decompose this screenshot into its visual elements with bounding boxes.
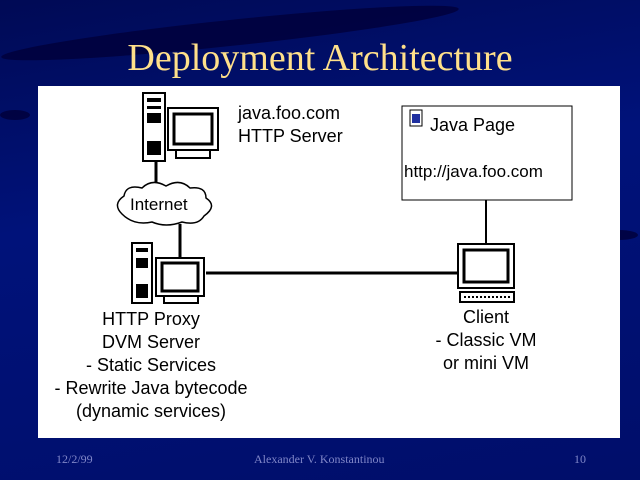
background-streak: [0, 110, 30, 120]
proxy-line: DVM Server: [101, 332, 200, 352]
diagram-panel: java.foo.com HTTP Server Internet Java P…: [38, 86, 620, 438]
proxy-line: - Static Services: [85, 355, 217, 375]
client-computer-icon: [457, 243, 515, 303]
proxy-computer-icon: [131, 242, 205, 304]
client-line: - Classic VM: [435, 330, 537, 350]
proxy-line: HTTP Proxy: [102, 309, 200, 329]
client-line: or mini VM: [442, 353, 529, 373]
server-type: HTTP Server: [238, 126, 343, 146]
server-label: java.foo.com HTTP Server: [238, 102, 343, 148]
proxy-line: - Rewrite Java bytecode: [54, 378, 248, 398]
proxy-line: (dynamic services): [75, 401, 227, 421]
document-icon: [409, 109, 423, 127]
proxy-label: HTTP Proxy DVM Server - Static Services …: [38, 308, 264, 423]
server-computer-icon: [142, 92, 219, 162]
diagram-lines: [116, 92, 573, 304]
page-url: http://java.foo.com: [404, 162, 543, 181]
footer-author: Alexander V. Konstantinou: [254, 452, 385, 466]
page-title: Java Page: [430, 115, 516, 135]
java-page-box: [401, 105, 573, 201]
cloud-label: Internet: [130, 195, 188, 214]
footer-date: 12/2/99: [56, 452, 93, 466]
server-host: java.foo.com: [238, 103, 341, 123]
slide-title: Deployment Architecture: [127, 37, 513, 79]
footer-page-number: 10: [574, 452, 586, 466]
internet-cloud-icon: [116, 181, 213, 226]
client-label: Client - Classic VM or mini VM: [416, 306, 556, 375]
client-line: Client: [462, 307, 510, 327]
